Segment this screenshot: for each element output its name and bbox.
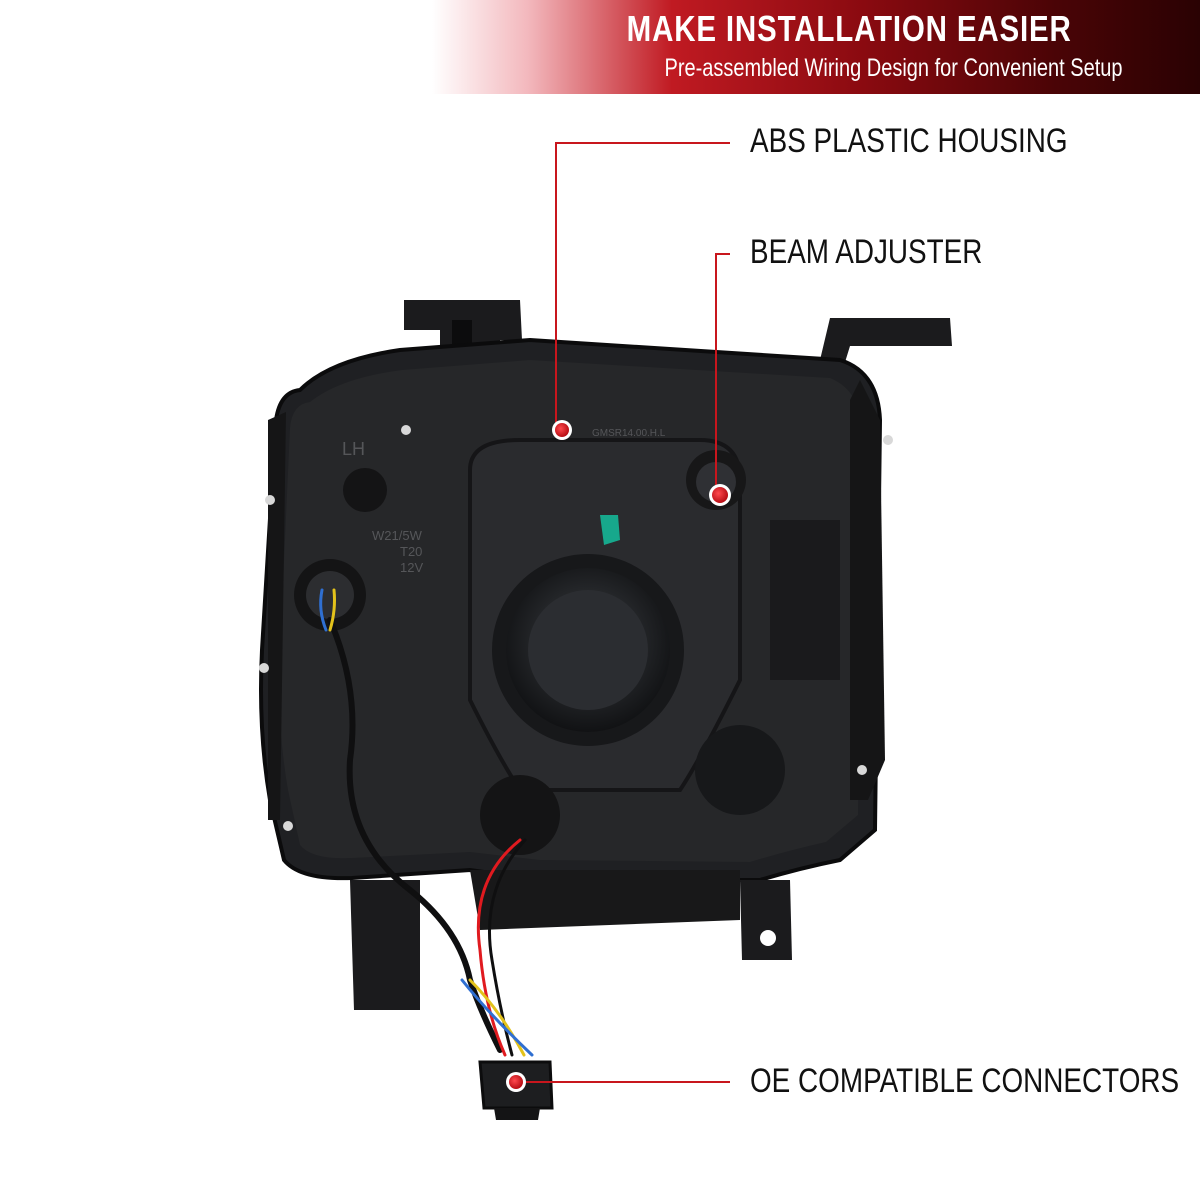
banner-title: MAKE INSTALLATION EASIER: [627, 8, 1072, 49]
side-module: [695, 520, 840, 815]
callout-marker-adjuster: [709, 484, 731, 506]
bottom-base: [470, 870, 740, 930]
wiring-harness: [319, 588, 534, 1057]
side-mark-text: LH: [342, 439, 365, 459]
mounting-leg-left: [350, 880, 420, 1010]
banner-subtitle: Pre-assembled Wiring Design for Convenie…: [664, 54, 1122, 82]
projector-housing: [468, 438, 742, 792]
housing-screws: [259, 425, 893, 831]
mounting-bracket-right: [820, 318, 952, 372]
callout-housing-label: ABS PLASTIC HOUSING: [750, 122, 1068, 160]
callout-marker-housing: [552, 420, 572, 440]
bulb-spec-line1: W21/5W: [372, 528, 423, 543]
bulb-spec-line3: 12V: [400, 560, 423, 575]
bulb-spec-line2: T20: [400, 544, 422, 559]
callout-marker-connectors: [506, 1072, 526, 1092]
callout-adjuster-label: BEAM ADJUSTER: [750, 233, 983, 271]
callout-connectors-label: OE COMPATIBLE CONNECTORS: [750, 1062, 1180, 1100]
turn-signal-socket: [294, 468, 387, 631]
header-banner: MAKE INSTALLATION EASIER Pre-assembled W…: [0, 0, 1200, 94]
mounting-leg-right: [740, 880, 792, 960]
low-beam-socket: [480, 775, 560, 855]
part-mark-text: GMSR14.00.H.L: [592, 428, 666, 439]
